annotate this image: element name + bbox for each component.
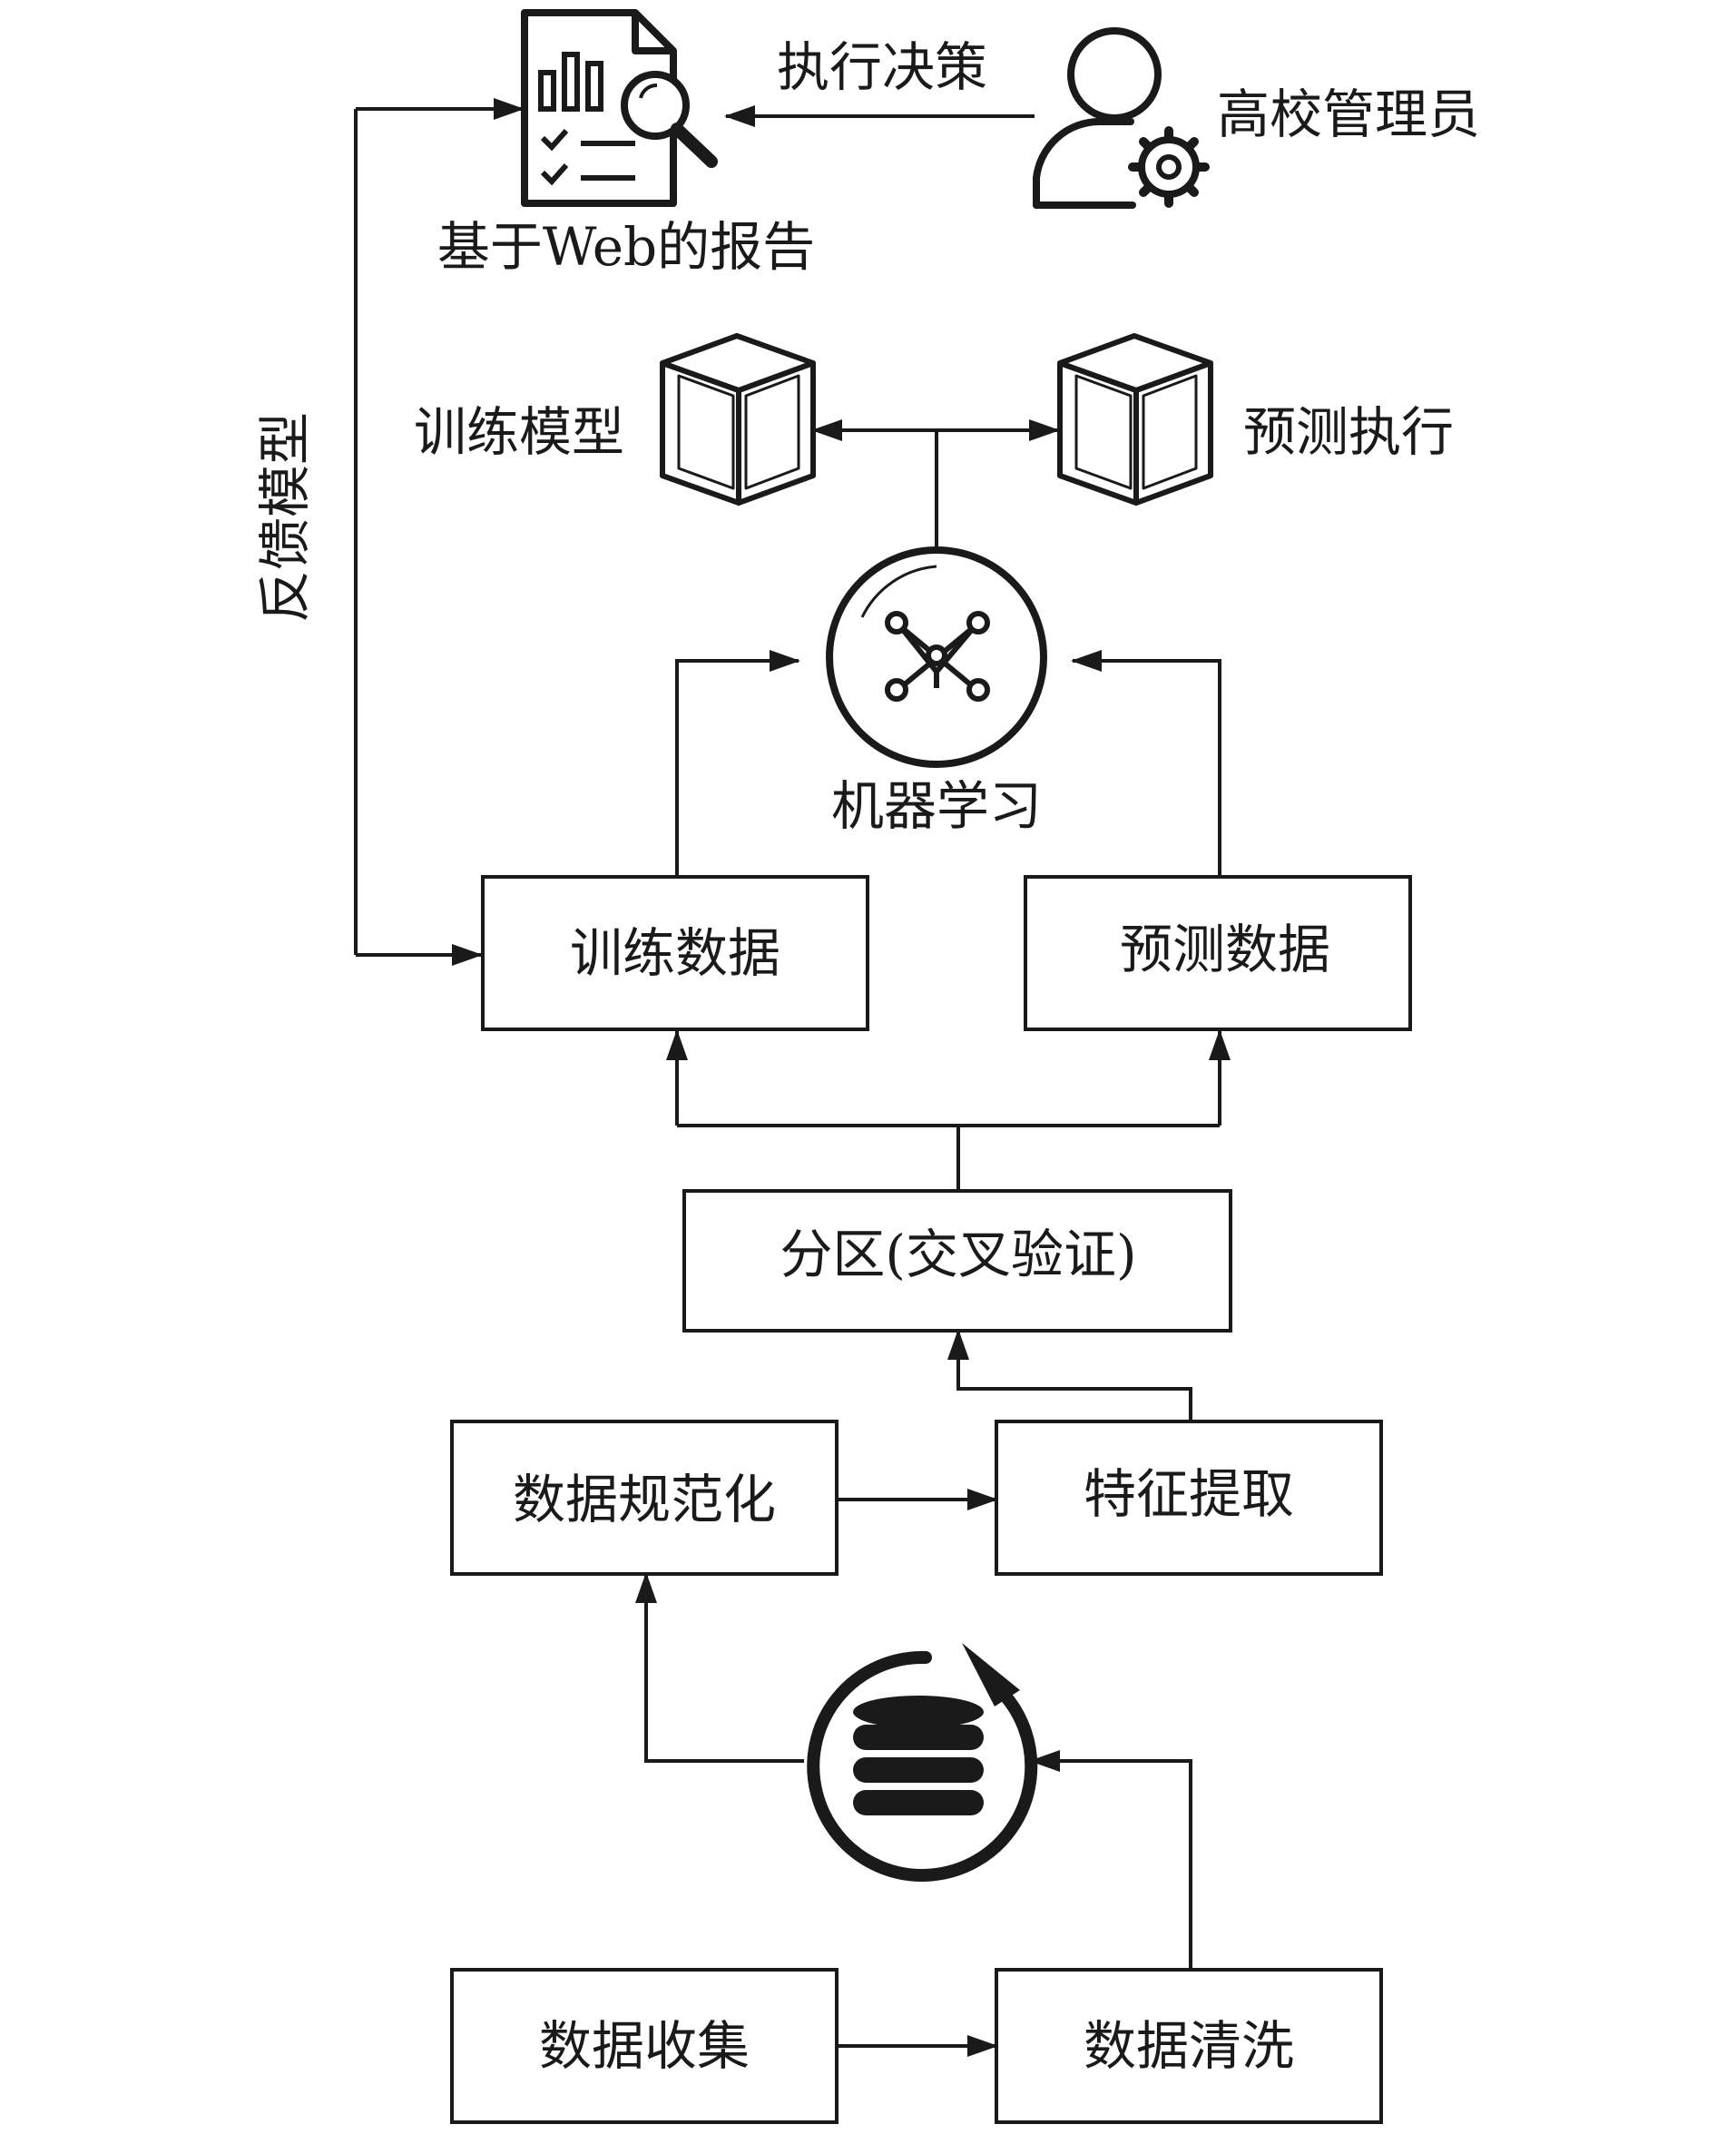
clean-label: 数据清洗 xyxy=(1084,2015,1294,2077)
report-label: 基于Web的报告 xyxy=(437,216,815,278)
predict-exec-label: 预测执行 xyxy=(1243,401,1454,463)
train-data-label: 训练数据 xyxy=(570,922,780,984)
neural-network-icon xyxy=(826,546,1047,768)
edge-predict-data-to-ml xyxy=(1071,650,1221,877)
collect-label: 数据收集 xyxy=(539,2015,750,2077)
database-sync-icon xyxy=(807,1643,1038,1882)
ml-label: 机器学习 xyxy=(831,775,1042,837)
edge-label-feedback-model: 反馈模型 xyxy=(254,412,316,623)
predict-exec-cube-icon xyxy=(1057,333,1213,506)
edge-feature-to-partition xyxy=(947,1329,1192,1421)
admin-label: 高校管理员 xyxy=(1217,84,1480,145)
edge-clean-to-db xyxy=(1029,1750,1192,1970)
partition-node: 分区(交叉验证) xyxy=(682,1189,1232,1333)
feature-label: 特征提取 xyxy=(1084,1463,1294,1525)
partition-label: 分区(交叉验证) xyxy=(780,1224,1136,1285)
edge-train-data-to-ml xyxy=(675,650,800,877)
train-data-node: 训练数据 xyxy=(481,875,869,1031)
collect-node: 数据收集 xyxy=(450,1968,839,2124)
edge-db-to-normalize xyxy=(635,1572,804,1763)
clean-node: 数据清洗 xyxy=(995,1968,1383,2124)
train-model-cube-icon xyxy=(660,333,816,506)
predict-data-label: 预测数据 xyxy=(1120,919,1330,980)
train-model-label: 训练模型 xyxy=(414,401,624,463)
edge-label-execute-decision: 执行决策 xyxy=(777,36,987,98)
predict-data-node: 预测数据 xyxy=(1024,875,1412,1031)
normalize-label: 数据规范化 xyxy=(513,1469,776,1530)
feature-node: 特征提取 xyxy=(995,1420,1383,1576)
report-analysis-icon xyxy=(521,9,718,207)
normalize-node: 数据规范化 xyxy=(450,1420,839,1576)
connectors xyxy=(354,98,1231,2057)
user-gear-icon xyxy=(1033,27,1210,209)
